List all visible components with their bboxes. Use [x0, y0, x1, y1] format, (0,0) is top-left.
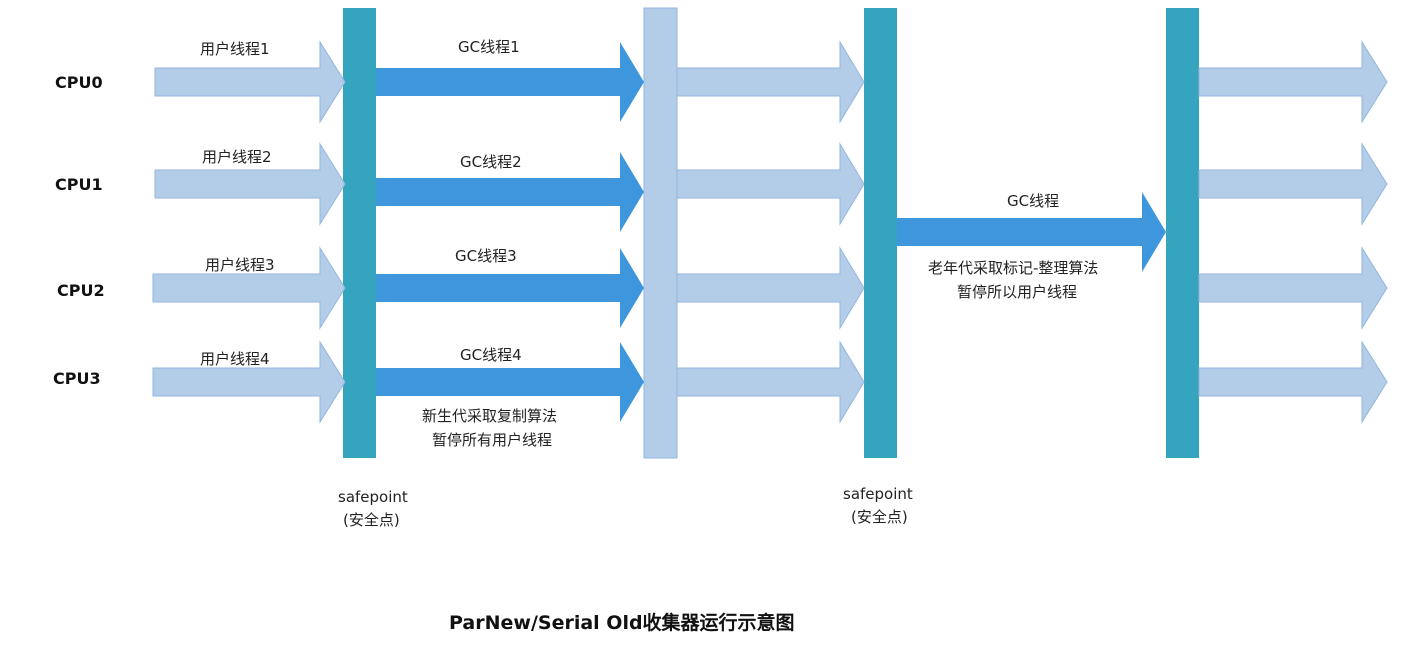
- gc-thread-arrow-row2: [376, 248, 644, 328]
- user-thread-arrow-row3: [152, 340, 346, 424]
- gc-thread-arrow-row0: [376, 42, 644, 122]
- gc-thread-label-3: GC线程3: [455, 247, 517, 265]
- serial-gc-thread-label: GC线程: [1007, 192, 1059, 210]
- old-gen-note-line2: 暂停所以用户线程: [957, 283, 1077, 301]
- post-gc-arrow-row2: [676, 246, 865, 330]
- safepoint-bar-2: [864, 8, 897, 458]
- gc-thread-label-1: GC线程1: [458, 38, 520, 56]
- resume-arrow-row2: [1198, 246, 1388, 330]
- safepoint-label-2-cn: (安全点): [851, 508, 908, 526]
- safepoint-label-1: safepoint: [338, 488, 408, 506]
- user-thread-label-1: 用户线程1: [200, 40, 270, 58]
- user-thread-arrow-row2: [152, 246, 346, 330]
- user-thread-label-2: 用户线程2: [202, 148, 272, 166]
- post-gc-arrow-row1: [676, 142, 865, 226]
- safepoint-bar-1: [343, 8, 376, 458]
- resume-arrow-row3: [1198, 340, 1388, 424]
- old-gen-note-line1: 老年代采取标记-整理算法: [928, 259, 1098, 277]
- user-thread-arrow-row0: [154, 40, 346, 124]
- cpu1-label: CPU1: [55, 175, 103, 194]
- gc-end-bar: [643, 7, 678, 459]
- gc-thread-label-4: GC线程4: [460, 346, 522, 364]
- resume-arrow-row0: [1198, 40, 1388, 124]
- post-gc-arrow-row0: [676, 40, 865, 124]
- gc-thread-arrow-row3: [376, 342, 644, 422]
- safepoint-label-1-cn: (安全点): [343, 511, 400, 529]
- gc-thread-arrow-row1: [376, 152, 644, 232]
- serial-gc-thread-arrow: [897, 192, 1166, 272]
- gc-thread-label-2: GC线程2: [460, 153, 522, 171]
- young-gen-note-line1: 新生代采取复制算法: [422, 407, 557, 425]
- gc-end-bar-2: [1166, 8, 1199, 458]
- resume-arrow-row1: [1198, 142, 1388, 226]
- user-thread-label-4: 用户线程4: [200, 350, 270, 368]
- cpu2-label: CPU2: [57, 281, 105, 300]
- cpu0-label: CPU0: [55, 73, 103, 92]
- post-gc-arrow-row3: [676, 340, 865, 424]
- safepoint-label-2: safepoint: [843, 485, 913, 503]
- user-thread-arrow-row1: [154, 142, 346, 226]
- cpu3-label: CPU3: [53, 369, 101, 388]
- young-gen-note-line2: 暂停所有用户线程: [432, 431, 552, 449]
- diagram-caption: ParNew/Serial Old收集器运行示意图: [449, 611, 795, 634]
- user-thread-label-3: 用户线程3: [205, 256, 275, 274]
